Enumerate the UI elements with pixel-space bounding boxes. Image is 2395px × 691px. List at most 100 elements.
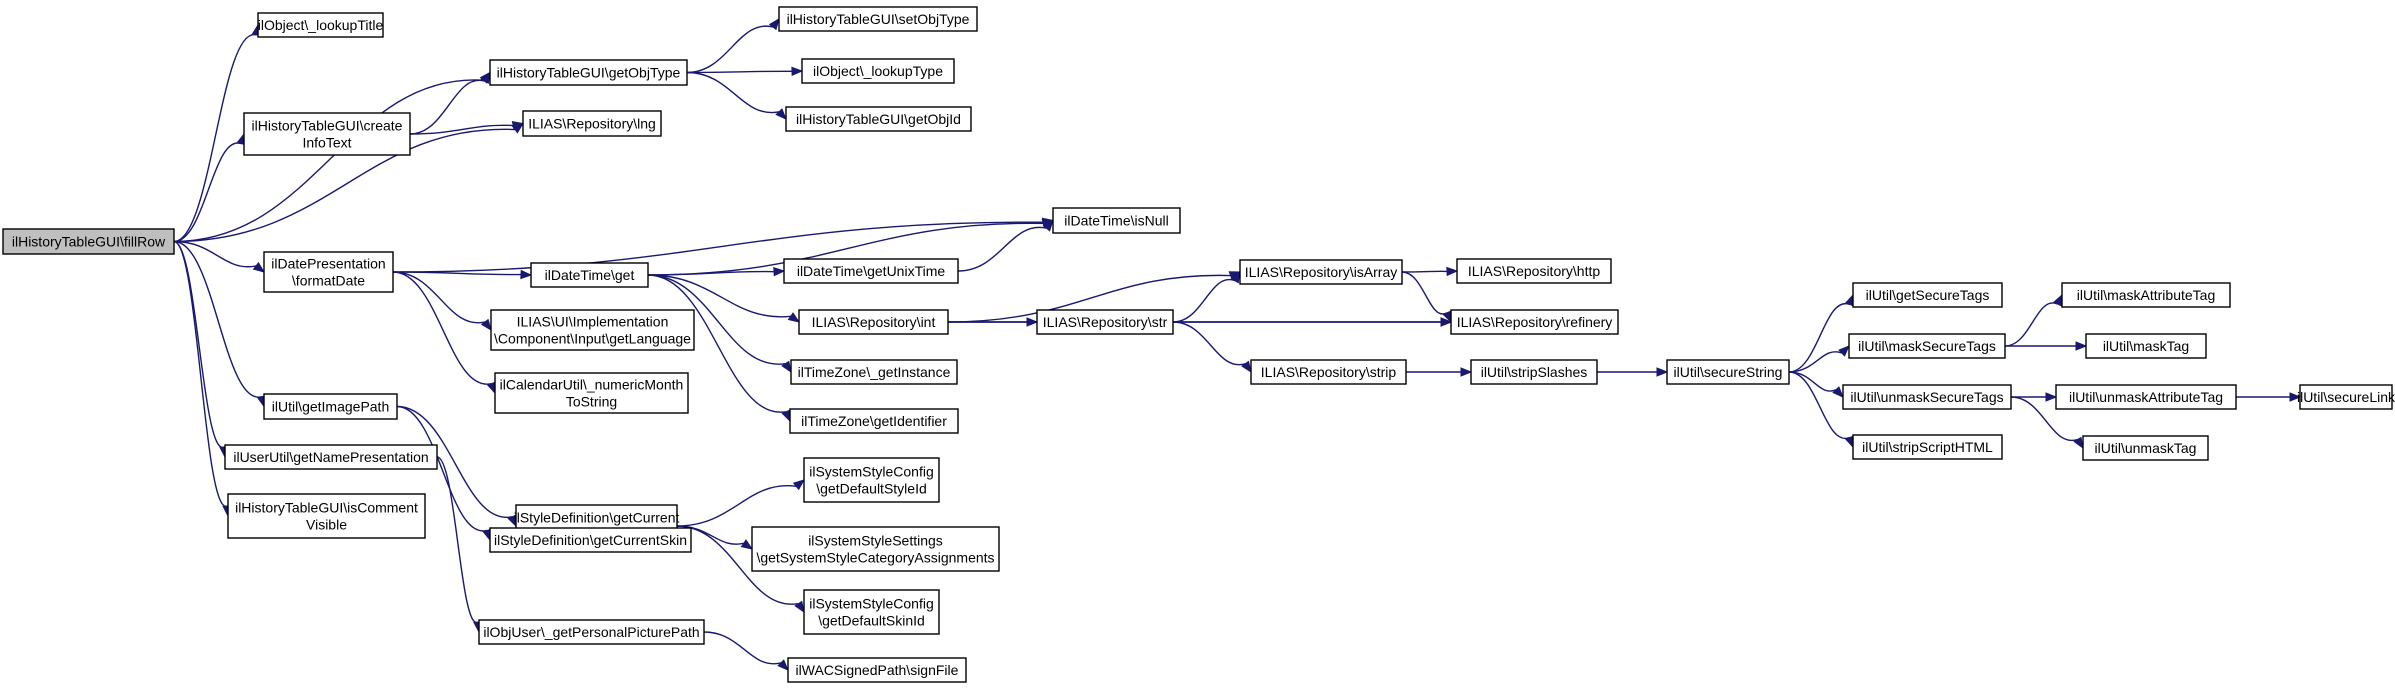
edge-line	[396, 405, 488, 532]
node-repo-str[interactable]: ILIAS\Repository\str	[1036, 309, 1174, 335]
edge-secure-string-to-mask-secure-tags	[1788, 345, 1850, 373]
edge-line	[173, 240, 228, 507]
node-sign-file[interactable]: ilWACSignedPath\signFile	[787, 657, 967, 683]
edge-arrowhead	[2289, 392, 2302, 402]
node-label: Visible	[306, 517, 347, 533]
node-box	[1842, 384, 2012, 410]
node-box	[1848, 333, 2006, 359]
edge-line	[676, 525, 799, 605]
node-get-image-path[interactable]: ilUtil\getImagePath	[263, 393, 398, 420]
node-secure-string[interactable]: ilUtil\secureString	[1666, 359, 1790, 385]
edge-line	[647, 274, 786, 365]
node-get-default-style-id[interactable]: ilSystemStyleConfig\getDefaultStyleId	[803, 457, 940, 503]
node-label: ilTimeZone\getIdentifier	[801, 413, 947, 429]
node-get-unix-time[interactable]: ilDateTime\getUnixTime	[783, 258, 959, 284]
node-get-default-skin-id[interactable]: ilSystemStyleConfig\getDefaultSkinId	[803, 589, 940, 635]
node-label: \getSystemStyleCategoryAssignments	[756, 550, 994, 566]
node-lookup-title[interactable]: ilObject\_lookupTitle	[257, 12, 384, 38]
edge-get-obj-type-to-lookup-type	[686, 66, 804, 77]
node-get-identifier[interactable]: ilTimeZone\getIdentifier	[789, 408, 959, 434]
edge-unmask-secure-tags-to-unmask-tag	[2010, 396, 2084, 450]
node-get-name-presentation[interactable]: ilUserUtil\getNamePresentation	[224, 444, 438, 470]
node-mask-attribute-tag[interactable]: ilUtil\maskAttributeTag	[2061, 282, 2231, 308]
node-label: ilUtil\stripSlashes	[1481, 364, 1588, 380]
edge-line	[1788, 351, 1843, 373]
node-label: ILIAS\Repository\int	[812, 314, 936, 330]
edge-get-current-style-to-get-default-style-id	[676, 479, 806, 527]
node-fill-row[interactable]: ilHistoryTableGUI\fillRow	[2, 228, 175, 255]
node-unmask-secure-tags[interactable]: ilUtil\unmaskSecureTags	[1842, 384, 2012, 410]
node-get-personal-picture-path[interactable]: ilObjUser\_getPersonalPicturePath	[478, 619, 705, 645]
node-mask-secure-tags[interactable]: ilUtil\maskSecureTags	[1848, 333, 2006, 359]
node-is-null[interactable]: ilDateTime\isNull	[1052, 207, 1181, 234]
node-lookup-type[interactable]: ilObject\_lookupType	[801, 58, 955, 84]
node-strip[interactable]: ILIAS\Repository\strip	[1250, 359, 1407, 385]
edge-line	[676, 485, 797, 527]
edge-get-image-path-to-get-current-skin	[396, 405, 492, 542]
node-label: \getDefaultSkinId	[818, 613, 925, 629]
edge-line	[647, 274, 791, 318]
node-secure-link[interactable]: ilUtil\secureLink	[2297, 384, 2395, 410]
node-box	[530, 262, 649, 288]
edge-line	[392, 271, 522, 276]
node-format-date[interactable]: ilDatePresentation\formatDate	[263, 251, 394, 293]
node-get-instance[interactable]: ilTimeZone\_getInstance	[790, 359, 958, 385]
edge-line	[957, 226, 1047, 272]
edge-strip-slashes-to-secure-string	[1597, 367, 1669, 377]
node-box	[1852, 434, 2003, 460]
edge-arrowhead	[1440, 317, 1453, 327]
node-strip-script-html[interactable]: ilUtil\stripScriptHTML	[1852, 434, 2003, 460]
node-set-obj-type[interactable]: ilHistoryTableGUI\setObjType	[778, 6, 978, 32]
node-label: ilUtil\getImagePath	[272, 399, 390, 415]
edge-arrowhead	[2045, 392, 2058, 402]
edge-line	[686, 70, 793, 74]
node-box	[1470, 359, 1598, 385]
node-box	[1036, 309, 1174, 335]
node-get-obj-type[interactable]: ilHistoryTableGUI\getObjType	[489, 59, 688, 86]
edge-dt-get-to-get-instance	[647, 274, 792, 374]
node-label: ilDateTime\isNull	[1064, 213, 1169, 229]
node-box	[1666, 359, 1790, 385]
node-refinery[interactable]: ILIAS\Repository\refinery	[1450, 309, 1619, 335]
node-box	[2299, 384, 2393, 410]
node-label: ILIAS\Repository\refinery	[1457, 314, 1613, 330]
node-unmask-tag[interactable]: ilUtil\unmaskTag	[2082, 435, 2209, 461]
node-box	[1450, 309, 1619, 335]
node-box	[790, 359, 958, 385]
edge-arrowhead	[1838, 345, 1850, 357]
node-get-secure-tags[interactable]: ilUtil\getSecureTags	[1852, 282, 2003, 308]
node-label: ILIAS\Repository\http	[1468, 263, 1601, 279]
edge-line	[392, 271, 492, 385]
edge-get-obj-type-to-set-obj-type	[686, 17, 780, 74]
edge-line	[947, 274, 1231, 323]
node-mask-tag[interactable]: ilUtil\maskTag	[2085, 333, 2207, 359]
node-label: ilUtil\unmaskAttributeTag	[2069, 389, 2223, 405]
node-box	[2061, 282, 2231, 308]
node-label: ilUtil\maskAttributeTag	[2077, 287, 2216, 303]
node-strip-slashes[interactable]: ilUtil\stripSlashes	[1470, 359, 1598, 385]
node-unmask-attribute-tag[interactable]: ilUtil\unmaskAttributeTag	[2055, 384, 2237, 410]
node-http[interactable]: ILIAS\Repository\http	[1456, 258, 1612, 284]
node-is-array[interactable]: ILIAS\Repository\isArray	[1239, 259, 1403, 285]
node-box	[522, 110, 662, 137]
node-box	[801, 58, 955, 84]
edge-line	[686, 71, 780, 114]
edge-arrowhead	[2075, 341, 2088, 351]
node-label: ILIAS\Repository\strip	[1261, 364, 1397, 380]
node-lng[interactable]: ILIAS\Repository\lng	[522, 110, 662, 137]
node-dt-get[interactable]: ilDateTime\get	[530, 262, 649, 288]
edge-arrowhead	[520, 269, 533, 280]
node-label: ilUtil\secureString	[1674, 364, 1783, 380]
node-label: ilUtil\maskTag	[2103, 338, 2189, 354]
edge-line	[686, 25, 774, 74]
node-get-language[interactable]: ILIAS\UI\Implementation\Component\Input\…	[490, 309, 695, 351]
node-box	[489, 59, 688, 86]
node-get-current-skin[interactable]: ilStyleDefinition\getCurrentSkin	[489, 527, 692, 553]
node-get-obj-id[interactable]: ilHistoryTableGUI\getObjId	[785, 106, 972, 132]
node-get-sys-style-cat[interactable]: ilSystemStyleSettings\getSystemStyleCate…	[751, 526, 1000, 572]
node-repo-int[interactable]: ILIAS\Repository\int	[798, 309, 949, 335]
